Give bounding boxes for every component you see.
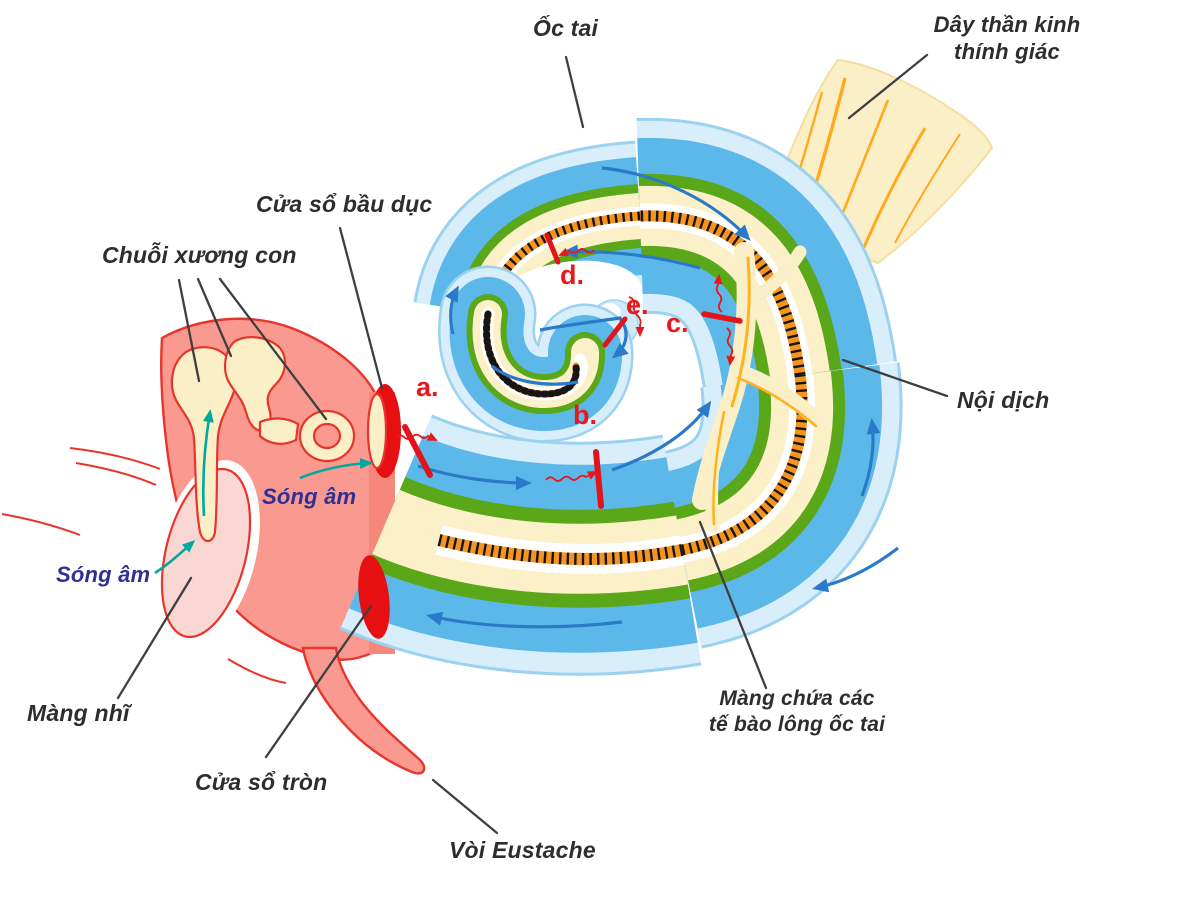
fluid-flow-arrow-6 — [539, 316, 629, 359]
vibration-marks — [395, 232, 743, 509]
leader-chuoi-3 — [218, 277, 328, 421]
label-mang-chua-line1: Màng chứa các — [719, 687, 875, 710]
round-window — [358, 555, 390, 639]
fluid-flow-arrow-3 — [601, 166, 751, 241]
fluid-flow-arrow-2 — [611, 400, 712, 472]
letter-b: b. — [573, 400, 597, 430]
fluid-flow-arrows — [417, 166, 899, 629]
eustachian-tube — [301, 646, 426, 775]
label-day-than-kinh: Dây thần kinh thính giác — [918, 12, 1096, 66]
leader-day-than-kinh — [847, 53, 929, 120]
stapes-footplate — [366, 392, 388, 470]
membrane-bar-d — [544, 232, 561, 265]
label-day-than-kinh-line2: thính giác — [954, 38, 1060, 64]
fluid-flow-arrow-8 — [812, 546, 899, 593]
eardrum — [160, 467, 252, 639]
sound-wave-arrows — [154, 409, 373, 575]
letter-a: a. — [416, 372, 439, 402]
label-song-am-upper: Sóng âm — [262, 484, 357, 509]
ear-canal-lines — [1, 447, 287, 684]
label-mang-chua: Màng chứa các tế bào lông ốc tai — [686, 686, 908, 737]
label-noi-dich: Nội dịch — [957, 387, 1050, 413]
squiggle-e — [628, 296, 645, 337]
leader-cua-so-bau-duc — [338, 226, 384, 390]
membrane-bar-e — [602, 316, 628, 348]
letter-d: d. — [560, 260, 584, 290]
letter-e: e. — [626, 290, 649, 320]
leader-voi-eustache — [431, 778, 499, 835]
stapes-hole — [312, 422, 342, 450]
label-voi-eustache: Vòi Eustache — [449, 837, 596, 863]
sound-arrow-malleus — [201, 409, 214, 517]
fluid-flow-arrow-4 — [562, 244, 701, 270]
squiggle-d — [558, 247, 595, 257]
fluid-flow-arrow-9 — [860, 418, 881, 497]
fluid-flow-arrow-5 — [445, 285, 459, 335]
label-cua-so-tron: Cửa sổ tròn — [195, 769, 328, 795]
membrane-bar-a — [402, 424, 433, 478]
fluid-flow-arc-10 — [490, 364, 579, 386]
leader-mang-nhi — [116, 576, 193, 700]
label-chuoi-xuong-con: Chuỗi xương con — [102, 242, 297, 268]
stapes-neck — [258, 417, 300, 445]
sound-arrow-eardrum — [154, 539, 196, 575]
leader-mang-chua — [698, 520, 768, 690]
leader-lines — [116, 53, 949, 835]
label-oc-tai: Ốc tai — [533, 15, 599, 41]
cochlear-nerve-fibers — [692, 242, 832, 533]
leader-noi-dich — [841, 358, 949, 398]
label-cua-so-bau-duc: Cửa sổ bầu dục — [256, 191, 433, 217]
letter-c: c. — [666, 308, 689, 338]
leader-chuoi-1 — [177, 278, 201, 383]
ossicles — [170, 336, 388, 543]
sound-arrow-stapes — [299, 458, 373, 480]
membrane-bar-b — [593, 449, 604, 509]
squiggle-a — [395, 432, 438, 441]
squiggle-b — [545, 471, 598, 482]
leader-oc-tai — [564, 55, 585, 129]
fluid-flow-arrow-7 — [426, 611, 623, 629]
label-mang-nhi: Màng nhĩ — [27, 700, 130, 726]
membrane-bar-c — [701, 311, 743, 324]
leader-chuoi-2 — [196, 277, 233, 358]
squiggle-c-up — [713, 274, 723, 313]
leader-cua-so-tron — [264, 604, 373, 759]
label-mang-chua-line2: tế bào lông ốc tai — [708, 712, 886, 736]
squiggle-c-down — [726, 327, 736, 366]
label-song-am-lower: Sóng âm — [56, 562, 151, 587]
label-day-than-kinh-line1: Dây thần kinh — [933, 12, 1081, 37]
